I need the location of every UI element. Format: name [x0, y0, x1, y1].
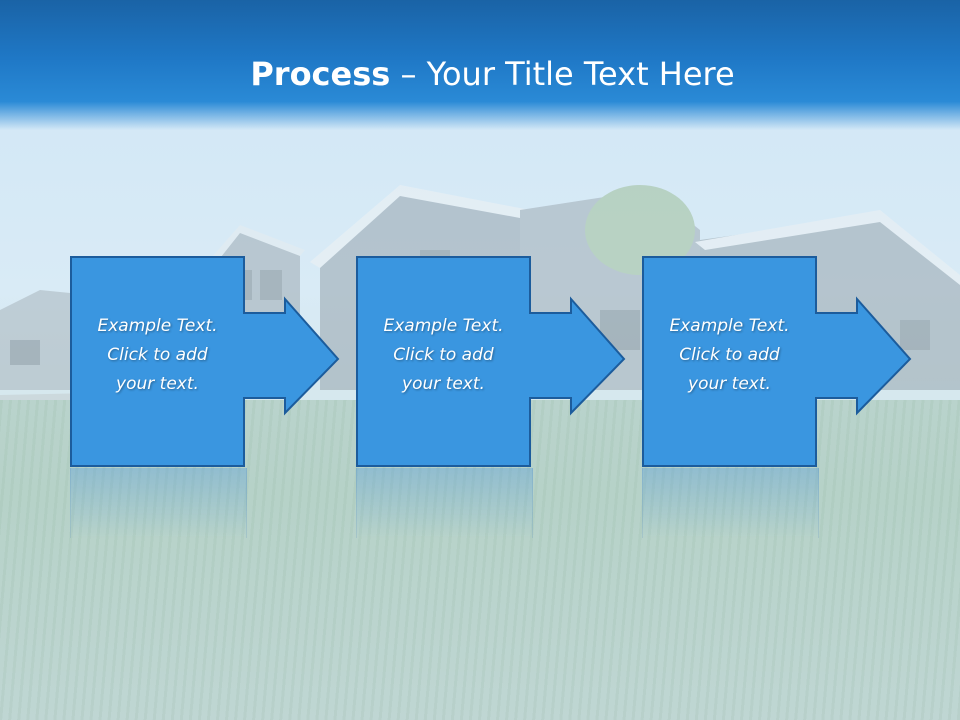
step-3-line-3: your text. — [688, 374, 771, 394]
step-reflection-1 — [70, 468, 247, 538]
step-1-line-2: Click to add — [107, 345, 208, 365]
title-band — [0, 0, 960, 130]
title-regular-part: – Your Title Text Here — [390, 55, 735, 93]
process-step-3[interactable]: Example Text. Click to add your text. — [642, 256, 912, 468]
step-text-1: Example Text. Click to add your text. — [70, 312, 245, 399]
step-text-3: Example Text. Click to add your text. — [642, 312, 817, 399]
step-1-line-3: your text. — [116, 374, 199, 394]
step-3-line-2: Click to add — [679, 345, 780, 365]
arrow-box-shape-3 — [642, 256, 912, 467]
step-2-line-1: Example Text. — [383, 316, 504, 336]
process-step-2[interactable]: Example Text. Click to add your text. — [356, 256, 626, 468]
title-bold-part: Process — [250, 55, 391, 93]
step-3-line-1: Example Text. — [669, 316, 790, 336]
step-2-line-3: your text. — [402, 374, 485, 394]
process-step-1[interactable]: Example Text. Click to add your text. — [70, 256, 340, 468]
step-1-line-1: Example Text. — [97, 316, 218, 336]
arrow-box-shape-1 — [70, 256, 340, 467]
step-text-2: Example Text. Click to add your text. — [356, 312, 531, 399]
step-reflection-2 — [356, 468, 533, 538]
step-2-line-2: Click to add — [393, 345, 494, 365]
slide-title[interactable]: Process – Your Title Text Here — [0, 52, 960, 96]
step-reflection-3 — [642, 468, 819, 538]
arrow-box-shape-2 — [356, 256, 626, 467]
